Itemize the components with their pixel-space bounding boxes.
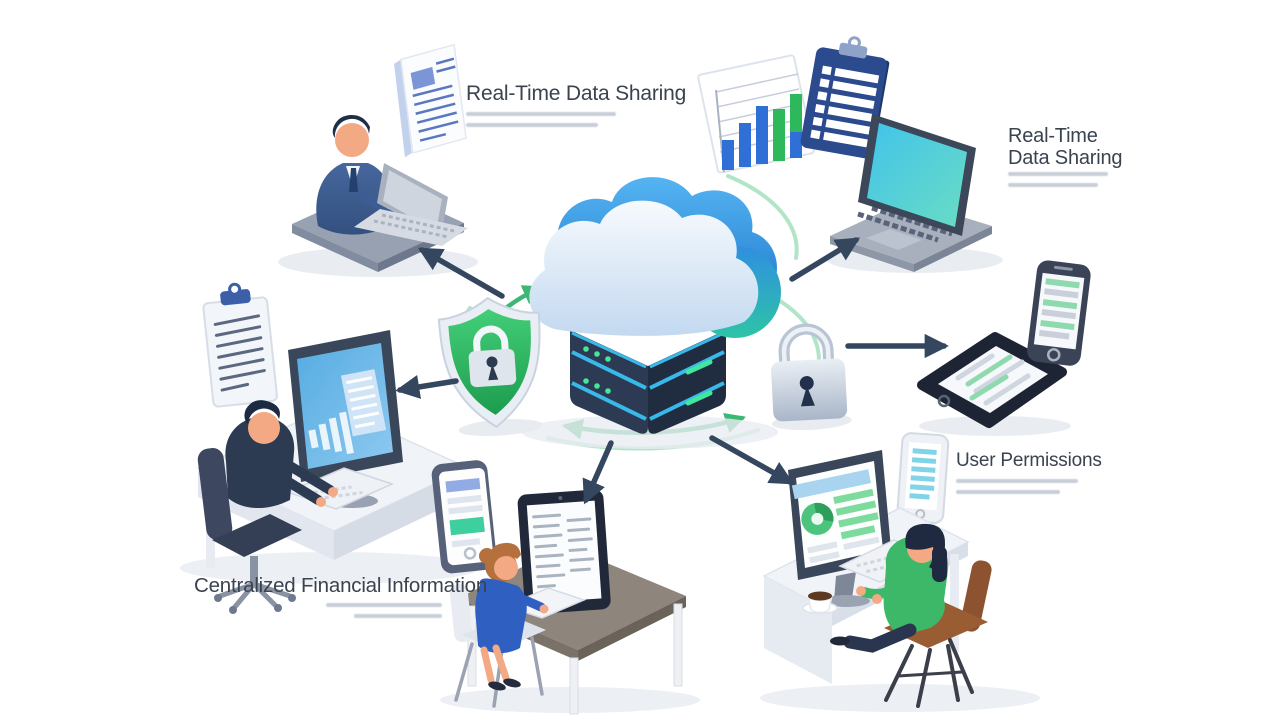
connection-arrows xyxy=(395,237,949,505)
arrow-to-bottom-left xyxy=(395,374,459,399)
open-laptop-device xyxy=(827,114,1003,273)
smartphone-device xyxy=(1027,260,1091,366)
hair xyxy=(244,400,280,425)
phone-icon xyxy=(896,432,950,524)
subtext-bottom-left xyxy=(196,603,442,625)
label-user-permissions: User Permissions xyxy=(956,450,1102,471)
woman-tablet-workstation xyxy=(431,460,700,715)
head xyxy=(248,412,280,444)
label-centralized-financial-information: Centralized Financial Information xyxy=(194,574,488,597)
label-real-time-data-sharing-left: Real-Time Data Sharing xyxy=(466,82,687,105)
subtext-user-permissions xyxy=(956,479,1078,501)
tablet-display xyxy=(517,489,611,615)
chart-bars xyxy=(722,94,802,170)
server-stack xyxy=(570,330,726,434)
phone-icon xyxy=(431,460,497,574)
arrow-to-top-right xyxy=(789,237,861,282)
subtext-line xyxy=(1008,172,1108,176)
arrow-to-bottom-center xyxy=(582,440,614,505)
laptop-screen xyxy=(867,123,967,227)
analyst-desktop-workstation xyxy=(180,282,480,614)
shield-padlock xyxy=(468,325,517,388)
subtext-line xyxy=(326,603,442,607)
tablet-device xyxy=(917,332,1071,436)
subtext-line xyxy=(956,490,1060,494)
subtext-line xyxy=(354,614,442,618)
label-line-1: Real-Time xyxy=(1008,125,1098,147)
desktop-monitor xyxy=(288,330,403,508)
head xyxy=(494,556,518,580)
woman-green-person xyxy=(830,523,949,653)
cloud-server xyxy=(522,177,781,449)
security-shield-lock-icon xyxy=(437,296,543,437)
businessman-laptop-desk xyxy=(278,43,478,277)
hair xyxy=(332,115,370,138)
office-chair xyxy=(197,448,302,614)
monitor xyxy=(788,450,892,607)
label-real-time-data-sharing-right: Real-Time Data Sharing xyxy=(1008,125,1123,170)
woman-person xyxy=(475,542,549,691)
subtext-line xyxy=(466,123,598,127)
coffee-cup xyxy=(802,591,838,615)
subtext-line xyxy=(466,112,616,116)
arrow-to-bottom-right xyxy=(709,435,795,485)
analyst-person xyxy=(225,400,338,509)
cloud-front xyxy=(529,200,759,336)
clipboard-icon xyxy=(202,282,278,408)
padlock-icon xyxy=(771,323,852,431)
bar-chart-board-icon xyxy=(697,54,815,174)
subtext-top-left xyxy=(466,112,616,134)
document-icon xyxy=(394,43,467,158)
subtext-line xyxy=(956,479,1078,483)
woman-monitor-workstation xyxy=(760,432,1040,712)
head xyxy=(335,123,369,157)
server-led-lights xyxy=(583,346,611,394)
subtext-line xyxy=(1008,183,1098,187)
subtext-top-right xyxy=(1008,172,1108,194)
arrow-to-top-left xyxy=(417,247,505,299)
label-line-2: Data Sharing xyxy=(1008,147,1123,170)
laptop xyxy=(354,163,468,246)
